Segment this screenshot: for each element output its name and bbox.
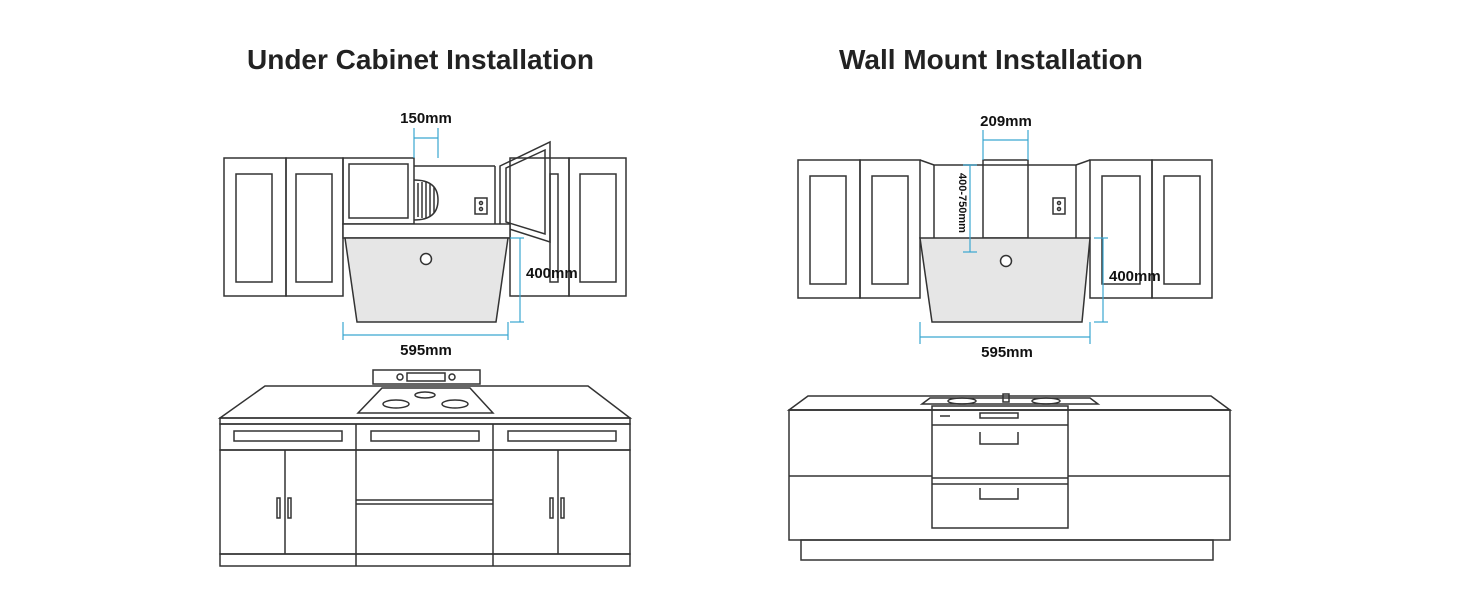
base-cabinet xyxy=(217,369,633,567)
dim-400mm-label-left: 400mm xyxy=(526,265,578,282)
base-cabinet-right xyxy=(786,393,1233,561)
right-wall-cabinets-right xyxy=(1089,159,1213,299)
duct-pipe xyxy=(413,179,439,221)
under-cabinet-diagram xyxy=(217,140,633,567)
under-cabinet-title: Under Cabinet Installation xyxy=(247,44,594,75)
range-hood-right xyxy=(919,237,1091,323)
dim-595mm-label-right: 595mm xyxy=(981,344,1033,361)
power-outlet-icon xyxy=(474,197,488,215)
left-wall-cabinets-right xyxy=(797,159,921,299)
right-wall-cabinets xyxy=(509,157,627,297)
dim-209mm-label: 209mm xyxy=(980,113,1032,130)
wall-mount-title: Wall Mount Installation xyxy=(839,44,1143,75)
wall-section xyxy=(919,159,1091,238)
wall-mount-dimensions xyxy=(919,130,1108,344)
open-cabinet-door xyxy=(499,140,551,244)
wall-mount-diagram xyxy=(786,159,1233,561)
under-cabinet-dimensions xyxy=(342,128,524,340)
dim-595mm-label-left: 595mm xyxy=(400,342,452,359)
chimney-duct xyxy=(982,159,1029,239)
power-outlet-icon-right xyxy=(1052,197,1066,215)
dim-400mm-label-right: 400mm xyxy=(1109,268,1161,285)
dim-range-label: 400-750mm xyxy=(956,173,968,233)
range-hood xyxy=(342,223,511,323)
left-wall-cabinets xyxy=(223,157,344,297)
center-cabinet xyxy=(342,157,496,225)
dim-150mm-label: 150mm xyxy=(400,110,452,127)
